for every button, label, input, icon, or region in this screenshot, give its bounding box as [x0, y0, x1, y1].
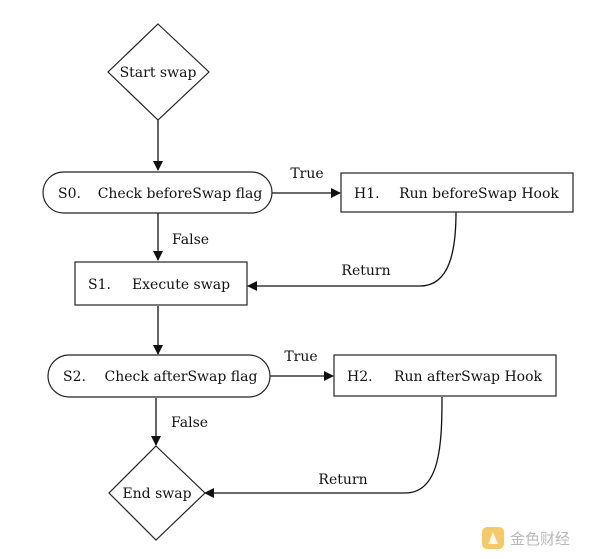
h2-id: H2. [347, 369, 373, 385]
edge-label-false-2: False [171, 415, 208, 431]
h1-label: Run beforeSwap Hook [399, 186, 559, 202]
edge-label-return-2: Return [318, 472, 367, 488]
h2-node: H2. Run afterSwap Hook [333, 354, 557, 397]
watermark-text: 金色财经 [510, 530, 570, 548]
edge-label-false-1: False [172, 232, 209, 248]
watermark-logo-icon [482, 527, 504, 549]
s1-label: Execute swap [132, 277, 230, 293]
s0-id: S0. [58, 186, 81, 202]
s2-label: Check afterSwap flag [105, 369, 258, 385]
s1-id: S1. [88, 277, 111, 293]
h1-node: H1. Run beforeSwap Hook [340, 172, 574, 213]
start-node: Start swap [107, 23, 210, 121]
s0-label: Check beforeSwap flag [98, 186, 263, 202]
start-label: Start swap [120, 65, 197, 81]
edge-h1-s1 [247, 211, 457, 291]
connectors [151, 120, 457, 498]
s2-node: S2. Check afterSwap flag [47, 354, 271, 398]
s0-node: S0. Check beforeSwap flag [42, 171, 273, 214]
edge-label-return-1: Return [341, 263, 390, 279]
h1-id: H1. [354, 186, 380, 202]
edge-label-true-1: True [290, 166, 323, 182]
edge-h2-end [204, 396, 443, 498]
s2-id: S2. [63, 369, 86, 385]
end-node: End swap [108, 445, 206, 541]
s1-node: S1. Execute swap [74, 261, 248, 306]
edge-label-true-2: True [284, 349, 317, 365]
h2-label: Run afterSwap Hook [394, 369, 543, 385]
end-label: End swap [122, 486, 191, 502]
watermark: 金色财经 [482, 527, 570, 549]
